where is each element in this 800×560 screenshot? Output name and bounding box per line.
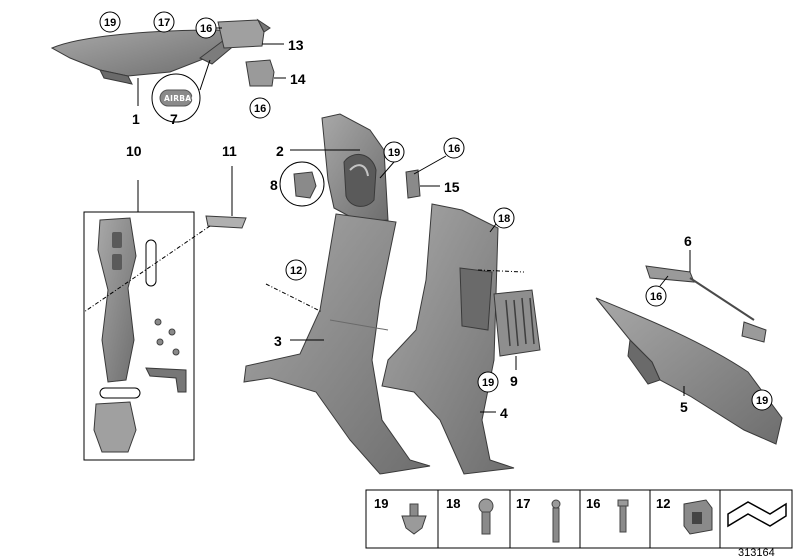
part-4-c-pillar [381, 203, 515, 475]
part-9-vent-grille [493, 289, 541, 357]
svg-text:18: 18 [446, 496, 460, 511]
svg-text:16: 16 [200, 23, 212, 35]
part-6-rail [645, 265, 767, 343]
legend-item-17: 17 [516, 496, 561, 543]
reference-number: 313164 [738, 547, 775, 559]
circle-16-right: 16 [443, 137, 465, 159]
callout-13: 13 [288, 37, 304, 53]
circle-12: 12 [285, 259, 307, 281]
svg-text:16: 16 [650, 291, 662, 303]
svg-text:19: 19 [482, 377, 494, 389]
svg-text:18: 18 [498, 213, 510, 225]
svg-text:19: 19 [374, 496, 388, 511]
part-13-clip [217, 18, 271, 49]
circle-16-mid: 16 [249, 97, 271, 119]
callout-8: 8 [270, 177, 278, 193]
part-10-assembly-box [83, 211, 195, 461]
circle-19-bottom: 19 [477, 371, 499, 393]
callout-6: 6 [684, 233, 692, 249]
callout-9: 9 [510, 373, 518, 389]
callout-7: 7 [170, 111, 178, 127]
callout-10: 10 [126, 143, 142, 159]
callout-5: 5 [680, 399, 688, 415]
part-15-clip [405, 169, 421, 199]
circle-17-top: 17 [153, 11, 175, 33]
svg-text:12: 12 [656, 496, 670, 511]
airbag-label: AIRBAG [164, 94, 198, 103]
svg-text:16: 16 [448, 143, 460, 155]
circle-18: 18 [493, 207, 515, 229]
legend-item-18: 18 [446, 496, 494, 535]
svg-text:19: 19 [388, 147, 400, 159]
svg-text:16: 16 [254, 103, 266, 115]
callout-15: 15 [444, 179, 460, 195]
part-8-clip [279, 161, 325, 207]
callout-1: 1 [132, 111, 140, 127]
svg-text:19: 19 [756, 395, 768, 407]
circle-16-top: 16 [195, 17, 217, 39]
legend-item-12: 12 [656, 496, 713, 535]
part-5-side-trim [595, 297, 783, 445]
circle-19-pillar: 19 [383, 141, 405, 163]
svg-text:19: 19 [104, 17, 116, 29]
circle-16-rail: 16 [645, 285, 667, 307]
svg-text:17: 17 [158, 17, 170, 29]
part-2-b-pillar-upper [321, 113, 389, 223]
legend-arrow-icon [727, 501, 787, 528]
svg-text:17: 17 [516, 496, 530, 511]
part-3-b-pillar-lower [243, 213, 431, 475]
part-7-airbag-badge: AIRBAG [151, 73, 201, 123]
callout-3: 3 [274, 333, 282, 349]
svg-text:12: 12 [290, 265, 302, 277]
legend-item-16: 16 [586, 496, 629, 533]
callout-2: 2 [276, 143, 284, 159]
svg-text:16: 16 [586, 496, 600, 511]
part-14-clip [245, 59, 275, 87]
circle-19-top: 19 [99, 11, 121, 33]
circle-19-right: 19 [751, 389, 773, 411]
circled-callouts: 19 17 16 16 19 16 18 12 [99, 11, 773, 411]
callout-4: 4 [500, 405, 508, 421]
callout-14: 14 [290, 71, 306, 87]
part-11-strip [205, 215, 247, 229]
legend-item-19: 19 [374, 496, 427, 535]
fastener-legend: 19 18 17 16 12 [365, 489, 793, 549]
callout-11: 11 [222, 143, 237, 159]
